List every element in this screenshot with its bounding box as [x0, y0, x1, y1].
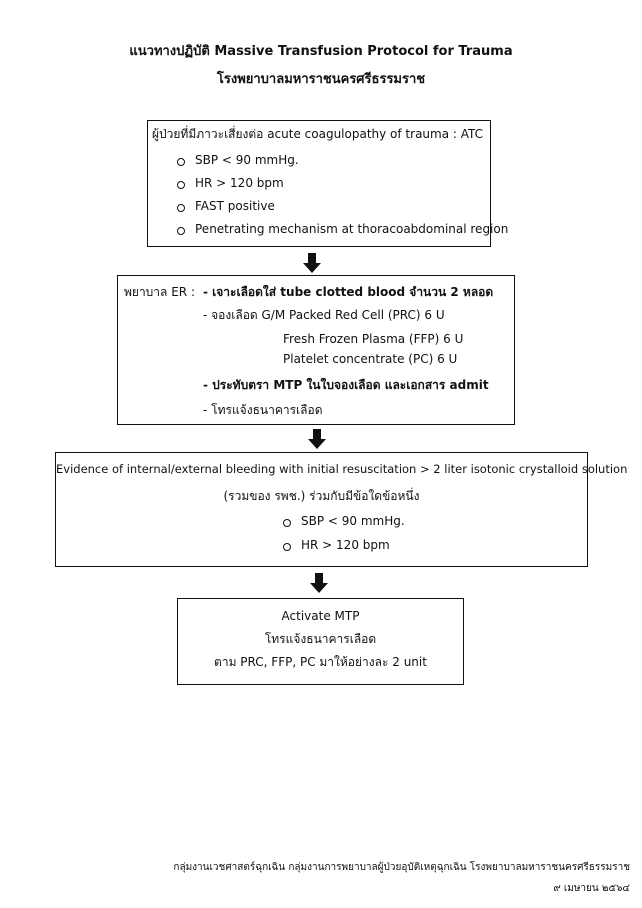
circle-bullet-icon [283, 519, 291, 527]
criteria-sbp: SBP < 90 mmHg. [195, 153, 299, 167]
bleeding-evidence-condition: (รวมของ รพช.) ร่วมกับมีข้อใดข้อหนึ่ง [223, 489, 420, 503]
footer-department: กลุ่มงานเวชศาสตร์ฉุกเฉิน กลุ่มงานการพยาบ… [173, 862, 630, 873]
action-stamp-mtp: - ประทับตรา MTP ในใบจองเลือด และเอกสาร a… [203, 378, 489, 392]
risk-criteria-heading: ผู้ป่วยที่มีภาวะเสี่ยงต่อ acute coagulop… [152, 127, 484, 141]
bleeding-evidence-text: Evidence of internal/external bleeding w… [56, 462, 628, 476]
action-draw-blood: - เจาะเลือดใส่ tube clotted blood จำนวน … [203, 285, 494, 299]
criteria-fast: FAST positive [195, 199, 275, 213]
down-arrow-icon [310, 573, 328, 593]
bleeding-evidence-box: Evidence of internal/external bleeding w… [55, 452, 628, 567]
criteria-hr: HR > 120 bpm [195, 176, 284, 190]
circle-bullet-icon [177, 181, 185, 189]
call-blood-bank-label: โทรแจ้งธนาคารเลือด [264, 632, 377, 646]
reserve-pc: Platelet concentrate (PC) 6 U [283, 352, 458, 366]
er-nurse-actions-box: พยาบาล ER : - เจาะเลือดใส่ tube clotted … [117, 275, 515, 425]
action-call-blood-bank: - โทรแจ้งธนาคารเลือด [203, 403, 323, 417]
page-title: แนวทางปฏิบัติ Massive Transfusion Protoc… [129, 44, 513, 59]
hospital-title: โรงพยาบาลมหาราชนครศรีธรรมราช [216, 72, 426, 87]
condition-hr: HR > 120 bpm [301, 538, 390, 552]
action-reserve-prc: - จองเลือด G/M Packed Red Cell (PRC) 6 U [203, 308, 445, 322]
reserve-ffp: Fresh Frozen Plasma (FFP) 6 U [283, 332, 464, 346]
circle-bullet-icon [177, 204, 185, 212]
footer-date: ๙ เมษายน ๒๕๖๔ [553, 883, 630, 894]
condition-sbp: SBP < 90 mmHg. [301, 514, 405, 528]
down-arrow-icon [303, 253, 321, 273]
colon-separator: : [191, 285, 196, 299]
activate-mtp-box: Activate MTP โทรแจ้งธนาคารเลือด ตาม PRC,… [177, 598, 464, 685]
circle-bullet-icon [177, 158, 185, 166]
activate-mtp-label: Activate MTP [281, 609, 360, 623]
request-products-label: ตาม PRC, FFP, PC มาให้อย่างละ 2 unit [214, 655, 427, 669]
circle-bullet-icon [283, 543, 291, 551]
criteria-penetrating: Penetrating mechanism at thoracoabdomina… [195, 222, 509, 236]
circle-bullet-icon [177, 227, 185, 235]
down-arrow-icon [308, 429, 326, 449]
risk-criteria-box: ผู้ป่วยที่มีภาวะเสี่ยงต่อ acute coagulop… [147, 120, 508, 247]
er-nurse-label: พยาบาล ER [124, 285, 188, 299]
